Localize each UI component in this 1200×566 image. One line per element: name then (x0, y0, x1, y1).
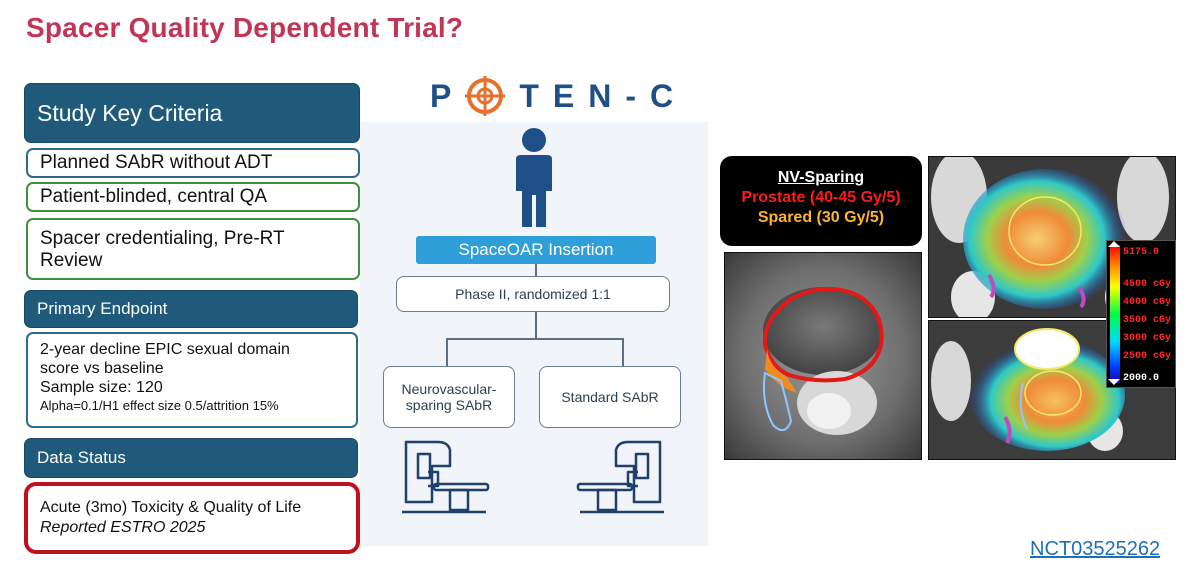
logo-letter: P (430, 77, 452, 114)
colorbar-tick: 2500 cGy (1123, 351, 1172, 362)
colorbar-down-arrow-icon[interactable] (1108, 379, 1120, 385)
logo-letter: - (625, 77, 636, 114)
key-criteria-header: Study Key Criteria (24, 83, 360, 143)
dose-colorbar: 5175.0 4500 cGy 4000 cGy 3500 cGy 3000 c… (1106, 240, 1176, 388)
connector-line (446, 338, 448, 366)
linac-machine-icon (402, 440, 490, 514)
randomization-box: Phase II, randomized 1:1 (396, 276, 670, 312)
legend-box: NV-Sparing Prostate (40-45 Gy/5) Spared … (720, 156, 922, 246)
patient-icon (516, 128, 552, 227)
poten-c-logo: P T E N - C (430, 76, 673, 116)
insertion-box: SpaceOAR Insertion (416, 236, 656, 264)
colorbar-up-arrow-icon[interactable] (1108, 241, 1120, 247)
colorbar-min: 2000.0 (1123, 373, 1160, 384)
linac-machine-icon (576, 440, 664, 514)
legend-spared: Spared (30 Gy/5) (757, 209, 885, 226)
criterion-item: Spacer credentialing, Pre-RT Review (26, 218, 360, 280)
logo-letter: C (650, 77, 674, 114)
colorbar-tick: 4500 cGy (1123, 279, 1172, 290)
slide-title: Spacer Quality Dependent Trial? (26, 12, 464, 43)
legend-prostate: Prostate (40-45 Gy/5) (741, 189, 901, 206)
data-status-box: Acute (3mo) Toxicity & Quality of Life R… (24, 482, 360, 554)
colorbar-tick: 3000 cGy (1123, 333, 1172, 344)
endpoint-stats: Alpha=0.1/H1 effect size 0.5/attrition 1… (40, 398, 279, 413)
connector-line (622, 338, 624, 366)
arm-nv-sparing: Neurovascular-sparing SAbR (383, 366, 515, 428)
criterion-item: Patient-blinded, central QA (26, 182, 360, 212)
legend-title: NV-Sparing (777, 169, 865, 186)
endpoint-line: 2-year decline EPIC sexual domain (40, 341, 290, 358)
data-status-header: Data Status (24, 438, 358, 478)
colorbar-max: 5175.0 (1123, 247, 1160, 258)
ct-axial-bottom (928, 320, 1176, 460)
endpoint-line: Sample size: 120 (40, 379, 163, 396)
endpoint-line: score vs baseline (40, 360, 164, 377)
criterion-item: Planned SAbR without ADT (26, 148, 360, 178)
colorbar-gradient (1110, 245, 1120, 383)
logo-letter: N (588, 77, 612, 114)
logo-letter: T (519, 77, 539, 114)
status-line: Acute (3mo) Toxicity & Quality of Life (40, 499, 302, 516)
mri-image (724, 252, 922, 460)
status-italic: Reported ESTRO 2025 (40, 519, 206, 536)
arm-standard: Standard SAbR (539, 366, 681, 428)
colorbar-tick: 3500 cGy (1123, 315, 1172, 326)
target-icon (465, 76, 506, 116)
trial-id-link[interactable]: NCT03525262 (1030, 538, 1161, 560)
colorbar-tick: 4000 cGy (1123, 297, 1172, 308)
connector-line (535, 312, 537, 338)
endpoint-box: 2-year decline EPIC sexual domain score … (26, 332, 358, 428)
primary-endpoint-header: Primary Endpoint (24, 290, 358, 328)
connector-line (535, 264, 537, 276)
connector-line (446, 338, 624, 340)
logo-letter: E (552, 77, 575, 114)
